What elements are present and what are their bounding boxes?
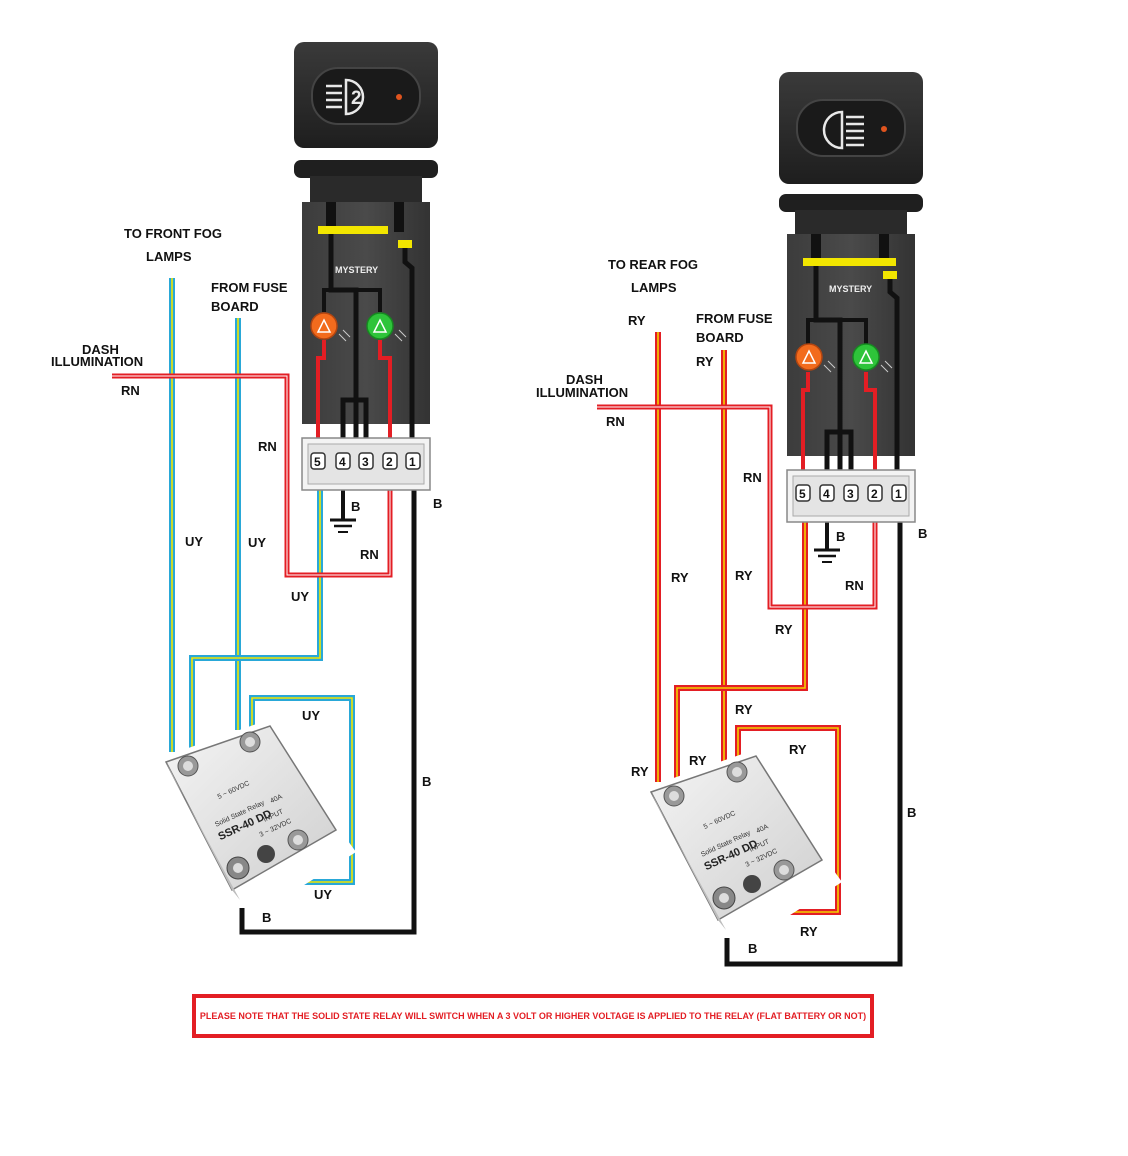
svg-text:40A: 40A	[269, 793, 284, 805]
wire-label-ry: RY	[628, 313, 646, 328]
wire-label-rn: RN	[845, 578, 864, 593]
wire-label-b: B	[262, 910, 271, 925]
fog-icon-glyph: 2	[351, 88, 362, 109]
wire-label-b: B	[918, 526, 927, 541]
left-pin-5: 5	[310, 452, 326, 470]
svg-text:3: 3	[362, 455, 369, 469]
from-fuse-board-label-2: BOARD	[696, 330, 744, 345]
svg-text:2: 2	[386, 455, 393, 469]
right-pin-3: 3	[843, 484, 859, 502]
svg-text:3: 3	[847, 487, 854, 501]
right-pin-4: 4	[819, 484, 835, 502]
right-pin-2: 2	[867, 484, 883, 502]
wire-label-uy: UY	[302, 708, 320, 723]
wire-label-ry: RY	[775, 622, 793, 637]
dash-illumination-label-2: ILLUMINATION	[536, 385, 628, 400]
right-pin-1: 1	[891, 484, 907, 502]
from-fuse-board-label: FROM FUSE	[696, 311, 773, 326]
left-pin-3: 3	[358, 452, 374, 470]
svg-text:1: 1	[409, 455, 416, 469]
wire-label-b: B	[351, 499, 360, 514]
wire-label-uy: UY	[185, 534, 203, 549]
wire-label-uy: UY	[248, 535, 266, 550]
left-mystery-module: MYSTERY	[302, 202, 430, 462]
module-label: MYSTERY	[335, 265, 378, 275]
fog-lamp-front-icon: 2	[326, 78, 365, 116]
wire-label-rn: RN	[360, 547, 379, 562]
left-uy-wires	[169, 278, 355, 885]
left-switch[interactable]: 2	[294, 42, 438, 202]
to-front-fog-label: TO FRONT FOG	[124, 226, 222, 241]
wire-label-uy: UY	[291, 589, 309, 604]
dash-illumination-label: DASH	[82, 342, 119, 357]
wire-label-b: B	[836, 529, 845, 544]
right-diagram: MYSTERY 5	[536, 72, 927, 967]
wire-label-ry: RY	[631, 764, 649, 779]
wire-label-b: B	[433, 496, 442, 511]
to-front-fog-label-2: LAMPS	[146, 249, 192, 264]
left-led-green	[366, 312, 407, 342]
wire-label-b: B	[748, 941, 757, 956]
left-pin-1: 1	[405, 452, 421, 470]
wire-label-ry: RY	[735, 702, 753, 717]
right-led-green	[852, 343, 893, 373]
dash-illumination-label: DASH	[566, 372, 603, 387]
switch-indicator-dot	[881, 126, 887, 132]
left-rn-wire	[112, 373, 393, 578]
left-led-orange	[310, 312, 351, 342]
left-connector: 5 4 3 2 1	[301, 437, 431, 491]
right-switch[interactable]	[779, 72, 923, 234]
wire-label-ry: RY	[671, 570, 689, 585]
svg-text:2: 2	[871, 487, 878, 501]
wire-label-ry: RY	[800, 924, 818, 939]
svg-text:4: 4	[339, 455, 346, 469]
fog-lamp-rear-icon	[822, 110, 864, 150]
wire-label-rn: RN	[743, 470, 762, 485]
right-rn-wire	[597, 404, 878, 610]
wire-label-ry: RY	[689, 753, 707, 768]
to-rear-fog-label-2: LAMPS	[631, 280, 677, 295]
right-mystery-module: MYSTERY	[787, 234, 915, 494]
wire-label-rn: RN	[121, 383, 140, 398]
module-label: MYSTERY	[829, 284, 872, 294]
svg-text:1: 1	[895, 487, 902, 501]
from-fuse-board-label: FROM FUSE	[211, 280, 288, 295]
right-connector: 5 4 3 2 1	[786, 469, 916, 523]
wire-label-rn: RN	[258, 439, 277, 454]
wire-label-uy: UY	[314, 887, 332, 902]
from-fuse-board-label-2: BOARD	[211, 299, 259, 314]
wire-label-rn: RN	[606, 414, 625, 429]
svg-text:5: 5	[799, 487, 806, 501]
wire-label-b: B	[422, 774, 431, 789]
dash-illumination-label-2: ILLUMINATION	[51, 354, 143, 369]
to-rear-fog-label: TO REAR FOG	[608, 257, 698, 272]
warning-note-text: PLEASE NOTE THAT THE SOLID STATE RELAY W…	[199, 1011, 867, 1021]
svg-text:40A: 40A	[755, 823, 770, 835]
left-pin-4: 4	[335, 452, 351, 470]
wire-label-ry: RY	[789, 742, 807, 757]
wire-label-b: B	[907, 805, 916, 820]
right-solid-state-relay: 5 ~ 60VDC Solid State Relay SSR-40 DD 40…	[645, 752, 842, 938]
svg-text:4: 4	[823, 487, 830, 501]
warning-note-box: PLEASE NOTE THAT THE SOLID STATE RELAY W…	[192, 994, 874, 1038]
svg-text:5: 5	[314, 455, 321, 469]
wire-label-ry: RY	[696, 354, 714, 369]
left-solid-state-relay: 5 ~ 60VDC Solid State Relay SSR-40 DD 40…	[160, 722, 356, 908]
right-led-orange	[795, 343, 836, 373]
right-pin-5: 5	[795, 484, 811, 502]
left-diagram: 2 MYSTERY	[51, 42, 442, 935]
switch-indicator-dot	[396, 94, 402, 100]
left-pin-2: 2	[382, 452, 398, 470]
wire-label-ry: RY	[735, 568, 753, 583]
